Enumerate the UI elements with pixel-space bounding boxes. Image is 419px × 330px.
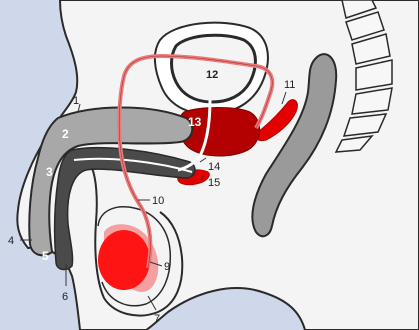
label-14: 14 bbox=[208, 161, 220, 173]
label-10: 10 bbox=[152, 195, 164, 207]
testis bbox=[98, 230, 150, 290]
label-5: 5 bbox=[42, 249, 49, 263]
label-3: 3 bbox=[46, 165, 53, 179]
label-11: 11 bbox=[284, 79, 295, 91]
label-6: 6 bbox=[62, 291, 68, 303]
label-13: 13 bbox=[188, 115, 202, 129]
label-15: 15 bbox=[208, 177, 220, 189]
label-2: 2 bbox=[62, 127, 69, 141]
label-7: 7 bbox=[154, 313, 160, 325]
label-4: 4 bbox=[8, 235, 14, 247]
label-9: 9 bbox=[164, 261, 170, 273]
label-1: 1 bbox=[73, 95, 79, 107]
label-12: 12 bbox=[206, 69, 218, 81]
